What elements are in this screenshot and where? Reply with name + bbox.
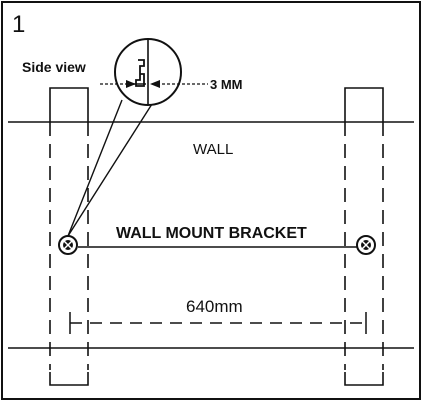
gap-dimension <box>100 80 208 88</box>
view-label: Side view <box>22 59 86 75</box>
right-stud <box>344 87 384 386</box>
left-stud <box>49 87 89 386</box>
bracket-label: WALL MOUNT BRACKET <box>116 225 307 242</box>
spacing-dimension <box>69 312 367 334</box>
spacing-label: 640mm <box>186 297 243 316</box>
screw-head-icon <box>356 235 376 255</box>
wall-label: WALL <box>193 141 233 158</box>
magnifier-circle-icon <box>114 38 182 106</box>
gap-label: 3 MM <box>210 77 243 92</box>
step-number: 1 <box>12 11 25 38</box>
wall-lines <box>8 121 414 349</box>
callout-lines <box>67 99 153 237</box>
screw-head-icon <box>58 235 78 255</box>
